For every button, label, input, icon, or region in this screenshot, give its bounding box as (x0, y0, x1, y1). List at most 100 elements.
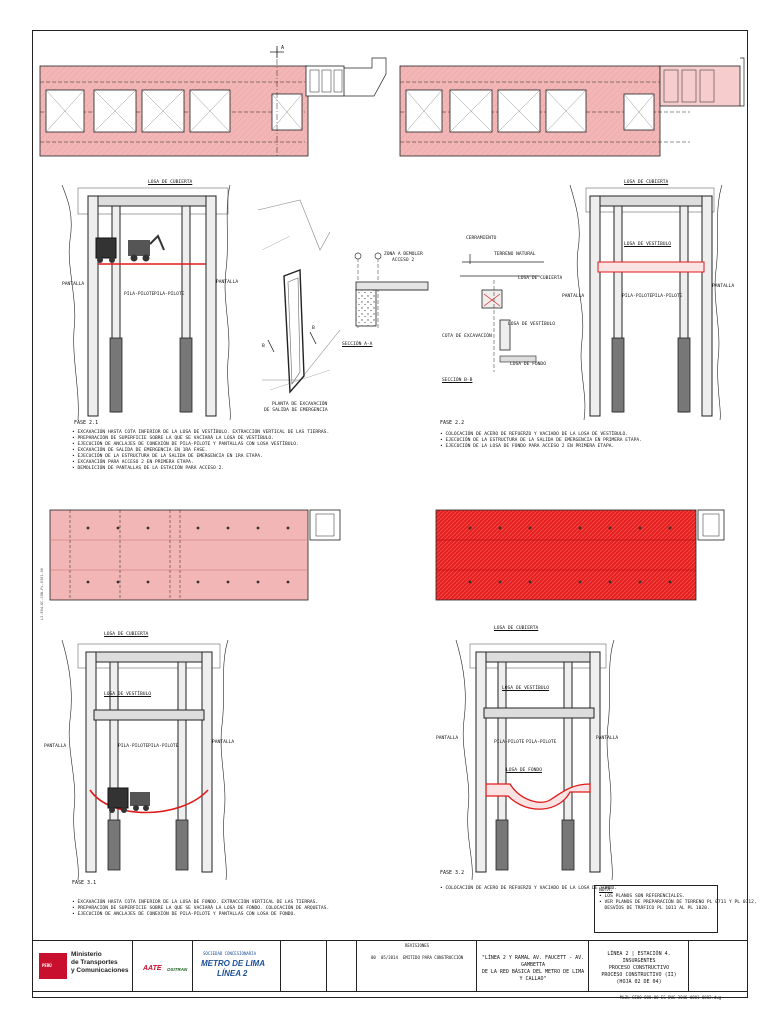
section-phase-3-1 (61, 639, 229, 881)
label-pila-pilote: PILA-PILOTE (154, 292, 185, 297)
plan-emergency-exit (257, 199, 341, 394)
label-pila-pilote: PILA-PILOTE (622, 294, 653, 299)
note-line: • COLOCACIÓN DE ACERO DE REFUERZO Y VACI… (440, 432, 629, 437)
label-losa-cubierta: LOSA DE CUBIERTA (494, 626, 539, 631)
ministry-line: y Comunicaciones (71, 967, 129, 974)
label-zona-demoler: ZONA A DEMOLER (384, 252, 423, 257)
note-line: • EJECUCIÓN DE ANCLAJES DE CONEXIÓN DE P… (72, 912, 297, 917)
note-line: • DEMOLICIÓN DE PANTALLAS DE LA ESTACIÓN… (72, 466, 225, 471)
drawing-line: PROCESO CONSTRUCTIVO (608, 965, 670, 971)
note-line: • EJECUCIÓN DE LA ESTRUCTURA DE LA SALID… (440, 438, 642, 443)
note-line: • LOS PLANOS SON REFERENCIALES. (599, 894, 685, 899)
note-line: DESVÍOS DE TRÁFICO PL 1011 AL PL 1020. (599, 906, 710, 911)
section-phase-2-1 (61, 184, 231, 421)
label-pantalla: PANTALLA (44, 744, 67, 749)
note-line: • PREPARACIÓN DE SUPERFICIE SOBRE LA QUE… (72, 436, 274, 441)
label-pila-pilote: PILA-PILOTE (652, 294, 683, 299)
note-line: • EXCAVACIÓN PARA ACCESO 2 EN PRIMERA ET… (72, 460, 194, 465)
label-pantalla: PANTALLA (212, 740, 235, 745)
drawing-line: (HOJA 02 DE 04) (616, 979, 662, 985)
drawing-frame (32, 30, 748, 998)
empty-cell (327, 941, 357, 991)
ministry-cell: PERÚ Ministerio de Transportes y Comunic… (33, 941, 133, 991)
section-phase-3-2 (455, 639, 615, 881)
label-pantalla: PANTALLA (712, 284, 735, 289)
drawing-line: PROCESO CONSTRUCTIVO (II) (601, 972, 677, 978)
label-pila-pilote: PILA-PILOTE (118, 744, 149, 749)
note-line: • PREPARACIÓN DE SUPERFICIE SOBRE LA QUE… (72, 906, 330, 911)
side-code: L2-E04-OC-CON-PL-0301-00 (40, 568, 44, 620)
phase-3-2-notes: • COLOCACIÓN DE ACERO DE REFUERZO Y VACI… (440, 886, 617, 892)
label-losa-fondo: LOSA DE FONDO (510, 362, 546, 367)
notes-title: NOTA: (599, 888, 613, 893)
project-line: "LÍNEA 2 Y RAMAL AV. FAUCETT - AV. GAMBE… (481, 955, 585, 968)
label-pantalla: PANTALLA (562, 294, 585, 299)
label-pantalla: PANTALLA (216, 280, 239, 285)
note-line: • EXCAVACIÓN HASTA COTA INFERIOR DE LA L… (72, 430, 330, 435)
revisions-cell: REVISIONES 00 05/2014 EMITIDO PARA CONST… (357, 941, 477, 991)
title-block: PERÚ Ministerio de Transportes y Comunic… (32, 940, 748, 992)
phase-2-2-notes: • COLOCACIÓN DE ACERO DE REFUERZO Y VACI… (440, 432, 642, 450)
label-losa-fondo: LOSA DE FONDO (506, 768, 542, 773)
plan-title-line-2: DE SALIDA DE EMERGENCIA (264, 408, 328, 413)
ositran-logo: OSITRAN (167, 967, 188, 972)
label-losa-vestibulo: LOSA DE VESTÍBULO (508, 322, 556, 327)
section-mark-a: A (281, 45, 285, 51)
drawing-title-cell: LÍNEA 2 | ESTACIÓN 4. INSURGENTES PROCES… (589, 941, 689, 991)
note-line: • EJECUCIÓN DE LA LOSA DE FONDO PARA ACC… (440, 444, 615, 449)
phase-title: FASE 3.2 (440, 870, 465, 876)
metro-logo-line-1: METRO DE LIMA (201, 959, 265, 968)
label-losa-cubierta: LOSA DE CUBIERTA (104, 632, 149, 637)
label-pila-pilote: PILA-PILOTE (124, 292, 155, 297)
concesionaria-label: SOCIEDAD CONCESIONARIA (203, 951, 256, 956)
label-losa-cubierta: LOSA DE CUBIERTA (148, 180, 193, 185)
note-line: • EXCAVACIÓN HASTA COTA INFERIOR DE LA L… (72, 900, 319, 905)
section-b-b-sketch (460, 254, 544, 372)
revision-number: 00 (371, 955, 376, 960)
project-cell: "LÍNEA 2 Y RAMAL AV. FAUCETT - AV. GAMBE… (477, 941, 589, 991)
plan-strip-middle-right (435, 509, 725, 601)
section-a-a-sketch (354, 252, 429, 330)
note-line: • EXCAVACIÓN DE SALIDA DE EMERGENCIA EN … (72, 448, 208, 453)
label-pantalla: PANTALLA (596, 736, 619, 741)
metro-logo-line-2: LÍNEA 2 (217, 969, 248, 978)
phase-2-1-notes: • EXCAVACIÓN HASTA COTA INFERIOR DE LA L… (72, 430, 329, 472)
section-phase-2-2 (569, 184, 723, 421)
ministry-line: de Transportes (71, 959, 118, 966)
revision-description: EMITIDO PARA CONSTRUCCIÓN (403, 955, 464, 960)
peru-flag-icon (39, 953, 67, 979)
label-losa-vestibulo: LOSA DE VESTÍBULO (502, 686, 550, 691)
revisions-title: REVISIONES (405, 943, 430, 948)
ministry-name: Ministerio de Transportes y Comunicacion… (71, 951, 128, 975)
note-line: • VER PLANOS DE PREPARACIÓN DE TERRENO P… (599, 900, 757, 905)
label-acceso-2: ACCESO 2 (392, 258, 415, 263)
plan-strip-right (399, 57, 745, 157)
section-b-b-title: SECCIÓN B-B (442, 378, 473, 383)
revision-date: 05/2014 (381, 955, 398, 960)
label-cota-excavacion: COTA DE EXCAVACIÓN (442, 334, 492, 339)
plan-mark-b: B (312, 326, 315, 331)
notes-box: NOTA: • LOS PLANOS SON REFERENCIALES. • … (594, 885, 757, 933)
sheet-info-cell (689, 941, 749, 991)
label-pila-pilote: PILA-PILOTE (526, 740, 557, 745)
metro-logo-cell: SOCIEDAD CONCESIONARIA METRO DE LIMA LÍN… (193, 941, 281, 991)
label-losa-vestibulo: LOSA DE VESTÍBULO (104, 692, 152, 697)
aate-cell: AATE OSITRAN (133, 941, 193, 991)
label-pantalla: PANTALLA (436, 736, 459, 741)
label-losa-cubierta: LOSA DE CUBIERTA (518, 276, 563, 281)
phase-3-1-notes: • EXCAVACIÓN HASTA COTA INFERIOR DE LA L… (72, 900, 329, 918)
phase-title: FASE 2.1 (74, 420, 99, 426)
note-line: • EJECUCIÓN DE ANCLAJES DE CONEXIÓN DE P… (72, 442, 299, 447)
plan-strip-middle-left (49, 509, 341, 601)
signatures-cell (281, 941, 327, 991)
phase-title: FASE 3.1 (72, 880, 97, 886)
label-losa-cubierta: LOSA DE CUBIERTA (624, 180, 669, 185)
project-title: "LÍNEA 2 Y RAMAL AV. FAUCETT - AV. GAMBE… (479, 955, 587, 983)
label-pantalla: PANTALLA (62, 282, 85, 287)
label-terreno-natural: TERRENO NATURAL (494, 252, 536, 257)
drawing-title: LÍNEA 2 | ESTACIÓN 4. INSURGENTES PROCES… (591, 951, 687, 986)
aate-logo: AATE (143, 965, 162, 972)
note-line: • COLOCACIÓN DE ACERO DE REFUERZO Y VACI… (440, 886, 618, 891)
label-pila-pilote: PILA-PILOTE (494, 740, 525, 745)
